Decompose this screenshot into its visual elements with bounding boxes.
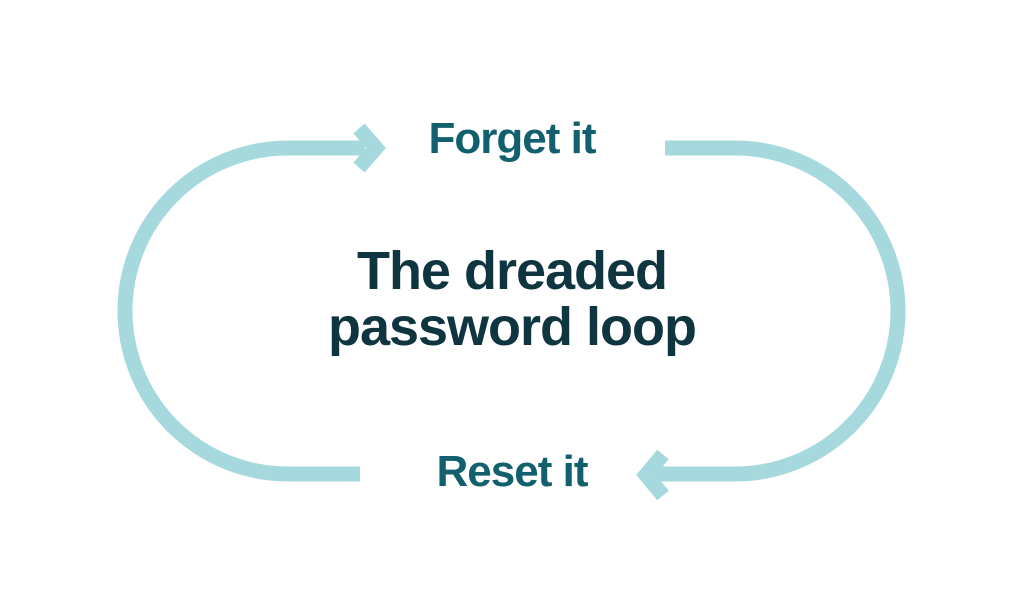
loop-right-arc bbox=[656, 140, 906, 482]
reset-it-label: Reset it bbox=[436, 447, 589, 496]
arrow-right-head-icon bbox=[353, 123, 386, 173]
forget-it-label: Forget it bbox=[428, 114, 597, 163]
diagram-title-line2: password loop bbox=[327, 297, 697, 357]
diagram-title-line1: The dreaded bbox=[356, 241, 668, 301]
loop-left-arc bbox=[117, 140, 365, 482]
arrow-left-head-icon bbox=[636, 449, 669, 501]
diagram-title: The dreaded password loop bbox=[212, 243, 812, 355]
